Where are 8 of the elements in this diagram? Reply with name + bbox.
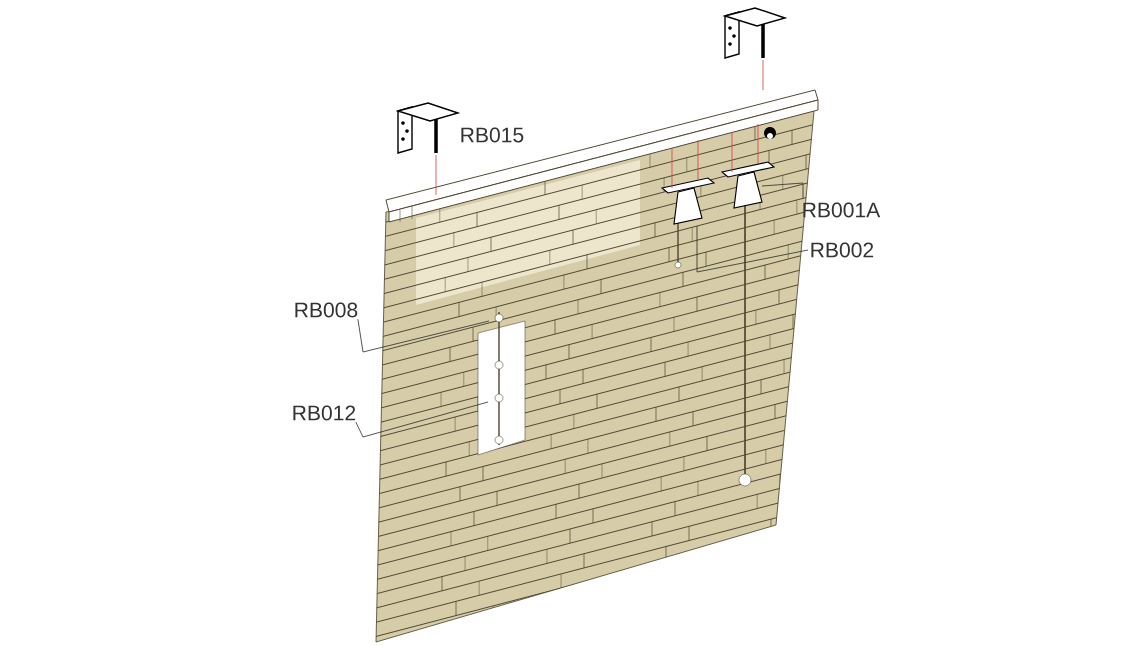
leader-line (357, 318, 490, 353)
leader-line (761, 182, 804, 199)
leader-line (355, 401, 489, 438)
part-number: RB012 (293, 405, 356, 421)
part-number: RB002 (811, 242, 874, 258)
part-number: RB015 (461, 127, 524, 143)
leader-line (696, 225, 809, 273)
part-number: RB008 (295, 302, 358, 318)
